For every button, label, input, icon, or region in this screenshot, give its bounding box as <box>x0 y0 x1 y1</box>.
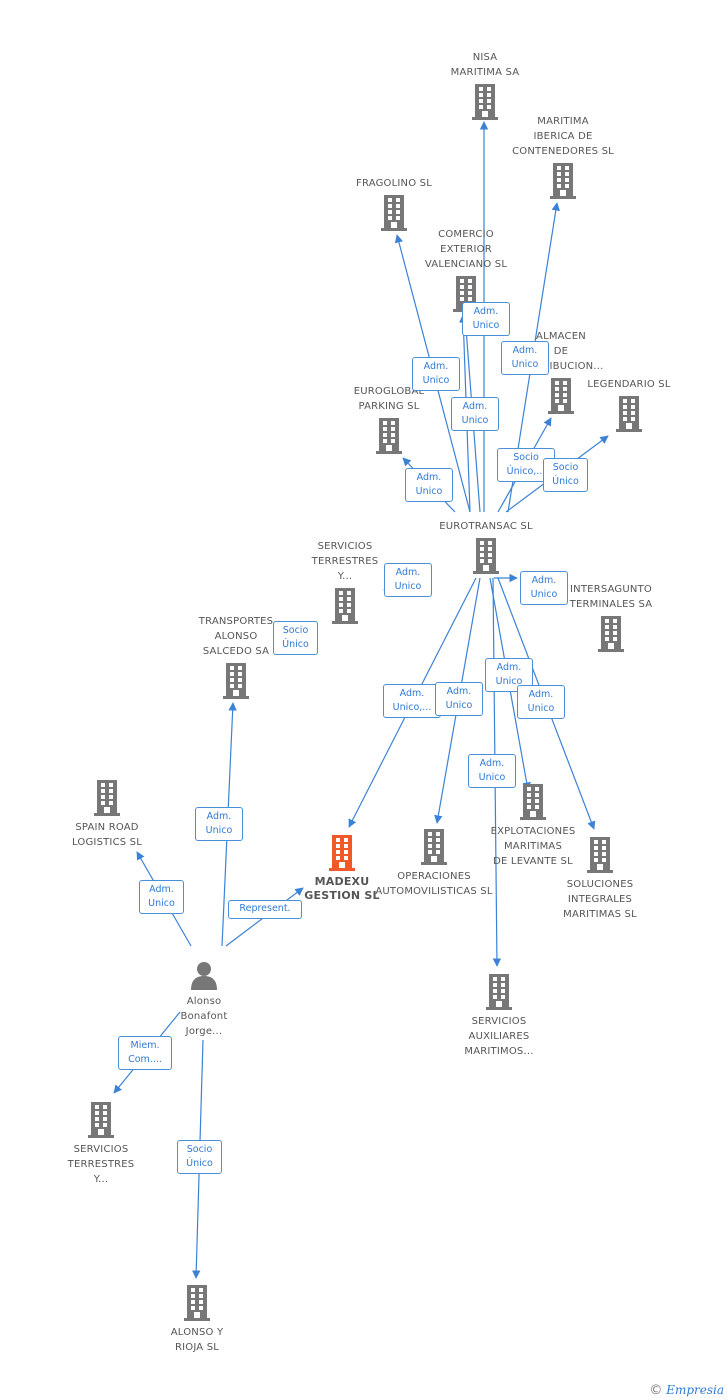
node-label: TRANSPORTES ALONSO SALCEDO SA <box>198 616 274 657</box>
node-label: SERVICIOS TERRESTRES Y... <box>67 1144 135 1185</box>
brand-logo[interactable]: Empresia <box>666 1383 724 1397</box>
node-label: NISA MARITIMA SA <box>450 52 520 78</box>
node-label: SERVICIOS TERRESTRES Y... <box>311 541 379 582</box>
building-icon <box>496 378 626 414</box>
edge-label-eurotransac-intersagunto[interactable]: Adm. Unico <box>520 571 568 605</box>
node-label: EXPLOTACIONES MARITIMAS DE LEVANTE SL <box>490 826 576 867</box>
building-icon <box>434 974 564 1010</box>
building-icon <box>369 829 499 865</box>
node-comercio[interactable]: COMERCIO EXTERIOR VALENCIANO SL <box>401 227 531 312</box>
edge-label-eurotransac-iberica[interactable]: Adm. Unico <box>501 341 549 375</box>
edge-label-eurotransac-soluciones[interactable]: Adm. Unico <box>517 685 565 719</box>
edge-label-alonso-servter2[interactable]: Miem. Com.... <box>118 1036 172 1070</box>
building-icon <box>564 396 694 432</box>
building-icon <box>280 588 410 624</box>
node-label: SPAIN ROAD LOGISTICS SL <box>71 822 143 848</box>
building-icon <box>546 616 676 652</box>
footer-brand: © Empresia <box>649 1383 724 1398</box>
node-label: SOLUCIONES INTEGRALES MARITIMAS SL <box>563 879 637 920</box>
node-alonso[interactable]: Alonso Bonafont Jorge... <box>139 960 269 1039</box>
edge-label-alonso-alonsorioja[interactable]: Socio Único <box>177 1140 222 1174</box>
person-icon <box>139 960 269 990</box>
node-label: MADEXU GESTION SL <box>304 875 380 902</box>
node-label: FRAGOLINO SL <box>356 178 432 189</box>
edge-label-transportes-servter1[interactable]: Adm. Unico <box>384 563 432 597</box>
building-icon <box>171 663 301 699</box>
node-legendario[interactable]: LEGENDARIO SL <box>564 377 694 432</box>
node-servaux[interactable]: SERVICIOS AUXILIARES MARITIMOS... <box>434 974 564 1059</box>
node-label: EUROGLOBAL PARKING SL <box>353 386 425 412</box>
node-alonsorioja[interactable]: ALONSO Y RIOJA SL <box>132 1285 262 1355</box>
edge-label-eurotransac-servaux[interactable]: Adm. Unico <box>468 754 516 788</box>
node-madexu[interactable]: MADEXU GESTION SL <box>277 835 407 903</box>
copyright-symbol: © <box>649 1383 663 1398</box>
node-servter2[interactable]: SERVICIOS TERRESTRES Y... <box>36 1102 166 1187</box>
edge-label-eurotransac-comercio[interactable]: Adm. Unico <box>451 397 499 431</box>
building-icon <box>277 835 407 871</box>
edge-label-eurotransac-legendario[interactable]: Socio Único <box>543 458 588 492</box>
building-icon <box>535 837 665 873</box>
node-label: EUROTRANSAC SL <box>439 521 533 532</box>
edge-label-eurotransac-madexu[interactable]: Adm. Unico,... <box>383 684 441 718</box>
node-label: OPERACIONES AUTOMOVILISTICAS SL <box>375 871 493 897</box>
building-icon <box>498 163 628 199</box>
building-icon <box>42 780 172 816</box>
edge-label-eurotransac-operaciones[interactable]: Adm. Unico <box>435 682 483 716</box>
node-eurotransac[interactable]: EUROTRANSAC SL <box>421 519 551 574</box>
node-explotaciones[interactable]: EXPLOTACIONES MARITIMAS DE LEVANTE SL <box>468 784 598 869</box>
edge-label-eurotransac-euroglobal[interactable]: Adm. Unico <box>405 468 453 502</box>
node-servter1[interactable]: SERVICIOS TERRESTRES Y... <box>280 539 410 624</box>
node-operaciones[interactable]: OPERACIONES AUTOMOVILISTICAS SL <box>369 829 499 899</box>
node-label: INTERSAGUNTO TERMINALES SA <box>569 584 653 610</box>
node-label: SERVICIOS AUXILIARES MARITIMOS... <box>464 1016 534 1057</box>
edge-label-alonso-spainroad[interactable]: Adm. Unico <box>139 880 184 914</box>
node-euroglobal[interactable]: EUROGLOBAL PARKING SL <box>324 384 454 454</box>
edge-label-alonso-madexu[interactable]: Represent. <box>228 900 302 919</box>
node-transportes[interactable]: TRANSPORTES ALONSO SALCEDO SA <box>171 614 301 699</box>
building-icon <box>421 538 551 574</box>
edge-label-eurotransac-comercio[interactable]: Adm. Unico <box>462 302 510 336</box>
node-label: MARITIMA IBERICA DE CONTENEDORES SL <box>512 116 614 157</box>
node-intersagunto[interactable]: INTERSAGUNTO TERMINALES SA <box>546 582 676 652</box>
node-label: ALONSO Y RIOJA SL <box>170 1327 224 1353</box>
edge-label-alonso-transportes[interactable]: Adm. Unico <box>195 807 243 841</box>
node-iberica[interactable]: MARITIMA IBERICA DE CONTENEDORES SL <box>498 114 628 199</box>
node-soluciones[interactable]: SOLUCIONES INTEGRALES MARITIMAS SL <box>535 837 665 922</box>
building-icon <box>324 418 454 454</box>
node-label: COMERCIO EXTERIOR VALENCIANO SL <box>424 229 508 270</box>
building-icon <box>329 195 459 231</box>
node-spainroad[interactable]: SPAIN ROAD LOGISTICS SL <box>42 780 172 850</box>
node-fragolino[interactable]: FRAGOLINO SL <box>329 176 459 231</box>
node-label: Alonso Bonafont Jorge... <box>180 996 228 1037</box>
node-nisa[interactable]: NISA MARITIMA SA <box>420 50 550 120</box>
node-label: ALMACEN DE DISTRIBUCION... <box>518 331 604 372</box>
edge-label-eurotransac-fragolino[interactable]: Adm. Unico <box>412 357 460 391</box>
edge-label-transportes-servter1[interactable]: Socio Único <box>273 621 318 655</box>
building-icon <box>132 1285 262 1321</box>
building-icon <box>468 784 598 820</box>
building-icon <box>36 1102 166 1138</box>
node-almacen[interactable]: ALMACEN DE DISTRIBUCION... <box>496 329 626 414</box>
node-label: LEGENDARIO SL <box>587 379 671 390</box>
building-icon <box>420 84 550 120</box>
